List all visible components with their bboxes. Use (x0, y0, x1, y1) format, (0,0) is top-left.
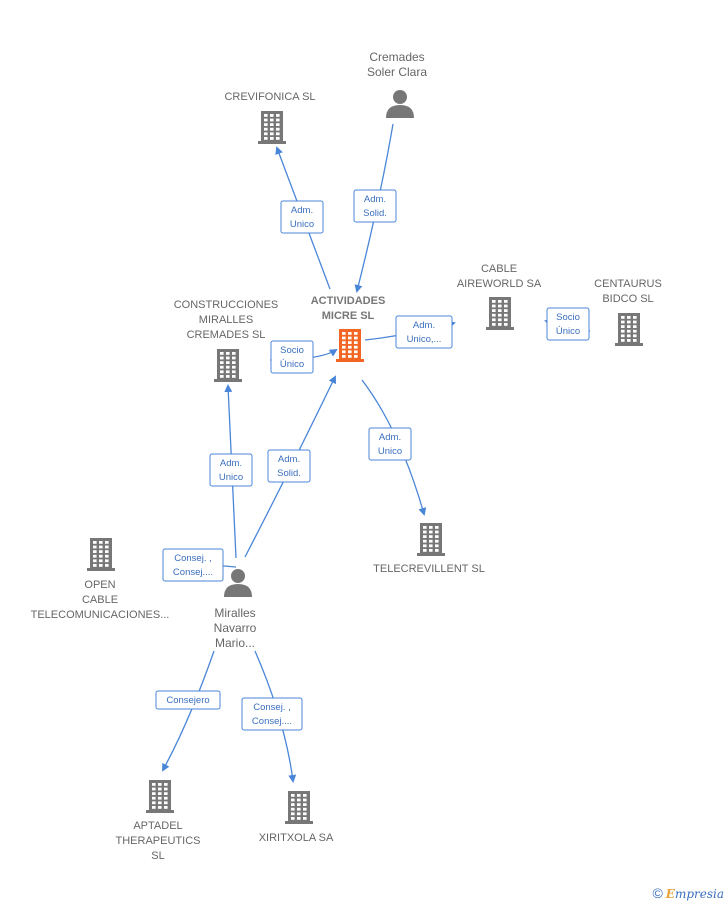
edge-relation-label[interactable]: Adm. Unico (368, 427, 412, 461)
node-label: Navarro (214, 621, 257, 635)
edge-label-text: Unico (378, 446, 402, 457)
brand-logo-initial: E (665, 887, 675, 901)
node-label: Cremades (369, 50, 424, 64)
building-icon (615, 313, 643, 346)
edge-actividades-to-cable: Adm. Unico,... (364, 315, 456, 349)
edge-relation-label[interactable]: Consejero (155, 690, 221, 710)
node-crevifonica[interactable]: CREVIFONICA SL (224, 91, 316, 144)
edge-miralles-to-construcciones: Adm. Unico (209, 384, 253, 559)
node-label: MICRE SL (322, 310, 375, 322)
node-label: CABLE (82, 594, 118, 606)
edge-label-text: Socio (556, 312, 580, 323)
brand-footer: ©Empresia (652, 885, 724, 901)
node-label: CREVIFONICA SL (224, 91, 315, 103)
edge-label-text: Único (556, 326, 580, 337)
edge-label-text: Adm. (379, 432, 401, 443)
edge-label-text: Adm. (220, 458, 242, 469)
node-label: APTADEL (133, 820, 182, 832)
edge-miralles-to-aptadel: Consejero (155, 650, 221, 772)
node-construcciones[interactable]: CONSTRUCCIONES MIRALLES CREMADES SL (174, 299, 279, 382)
node-label: CREMADES SL (187, 329, 266, 341)
edge-relation-label[interactable]: Adm. Unico (209, 453, 253, 487)
copyright-icon: © (652, 885, 663, 901)
edge-label-text: Solid. (363, 208, 387, 219)
node-cable[interactable]: CABLE AIREWORLD SA (457, 263, 542, 330)
node-label: MIRALLES (199, 314, 253, 326)
node-label: ACTIVIDADES (311, 295, 386, 307)
node-label: TELECOMUNICACIONES... (31, 609, 170, 621)
edge-miralles-to-xiritxola: Consej. , Consej.... (241, 650, 303, 783)
node-xiritxola[interactable]: XIRITXOLA SA (259, 791, 334, 844)
edge-label-text: Unico (219, 472, 243, 483)
person-icon (224, 569, 252, 597)
edge-label-text: Unico,... (407, 334, 442, 345)
edge-label-text: Adm. (278, 454, 300, 465)
edge-label-text: Solid. (277, 468, 301, 479)
edge-relation-label[interactable]: Adm. Unico,... (395, 315, 453, 349)
brand-logo-text: mpresia (674, 887, 724, 901)
edge-label-text: Unico (290, 219, 314, 230)
edge-label-text: Consej.... (173, 567, 213, 578)
edge-label-text: Consejero (166, 695, 209, 706)
node-label: SL (151, 850, 164, 862)
building-icon (258, 111, 286, 144)
node-label: TELECREVILLENT SL (373, 563, 485, 575)
building-icon (336, 329, 364, 362)
edge-relation-label[interactable]: Consej. , Consej.... (162, 548, 224, 582)
node-miralles[interactable]: MirallesNavarroMario... (214, 569, 257, 650)
node-aptadel[interactable]: APTADEL THERAPEUTICS SL (116, 780, 201, 862)
node-label: XIRITXOLA SA (259, 832, 334, 844)
edge-arrow (162, 650, 215, 772)
node-label: Soler Clara (367, 65, 427, 79)
node-label: Mario... (215, 636, 255, 650)
node-label: AIREWORLD SA (457, 278, 542, 290)
node-label: Miralles (214, 606, 255, 620)
building-icon (214, 349, 242, 382)
node-label: CONSTRUCCIONES (174, 299, 279, 311)
edge-relation-label[interactable]: Adm. Unico (280, 200, 324, 234)
person-icon (386, 90, 414, 118)
building-icon (417, 523, 445, 556)
edge-miralles-to-opencable: Consej. , Consej.... (162, 548, 237, 582)
building-icon (87, 538, 115, 571)
node-label: THERAPEUTICS (116, 835, 201, 847)
edge-actividades-to-telecrevillent: Adm. Unico (361, 379, 427, 516)
edge-label-text: Adm. (413, 320, 435, 331)
edge-label-text: Socio (280, 345, 304, 356)
node-centaurus[interactable]: CENTAURUS BIDCO SL (594, 278, 662, 346)
node-opencable[interactable]: OPEN CABLE TELECOMUNICACIONES... (31, 538, 170, 621)
building-icon (146, 780, 174, 813)
node-telecrevillent[interactable]: TELECREVILLENT SL (373, 523, 485, 575)
building-icon (285, 791, 313, 824)
edge-miralles-to-actividades: Adm. Solid. (244, 375, 336, 558)
node-actividades[interactable]: ACTIVIDADES MICRE SL (311, 295, 386, 362)
node-label: OPEN (84, 579, 115, 591)
edge-label-text: Consej.... (252, 716, 292, 727)
edge-label-text: Consej. , (174, 553, 212, 564)
edge-label-text: Consej. , (253, 702, 291, 713)
edge-relation-label[interactable]: Adm. Solid. (267, 449, 311, 483)
edge-label-text: Único (280, 359, 304, 370)
edge-relation-label[interactable]: Adm. Solid. (353, 189, 397, 223)
edge-actividades-to-crevifonica: Adm. Unico (275, 146, 331, 290)
edge-relation-label[interactable]: Consej. , Consej.... (241, 697, 303, 731)
node-label: BIDCO SL (602, 293, 653, 305)
node-label: CABLE (481, 263, 517, 275)
building-icon (486, 297, 514, 330)
edge-label-text: Adm. (364, 194, 386, 205)
edge-label-text: Adm. (291, 205, 313, 216)
edge-cremades-to-actividades: Adm. Solid. (353, 123, 397, 293)
node-label: CENTAURUS (594, 278, 662, 290)
